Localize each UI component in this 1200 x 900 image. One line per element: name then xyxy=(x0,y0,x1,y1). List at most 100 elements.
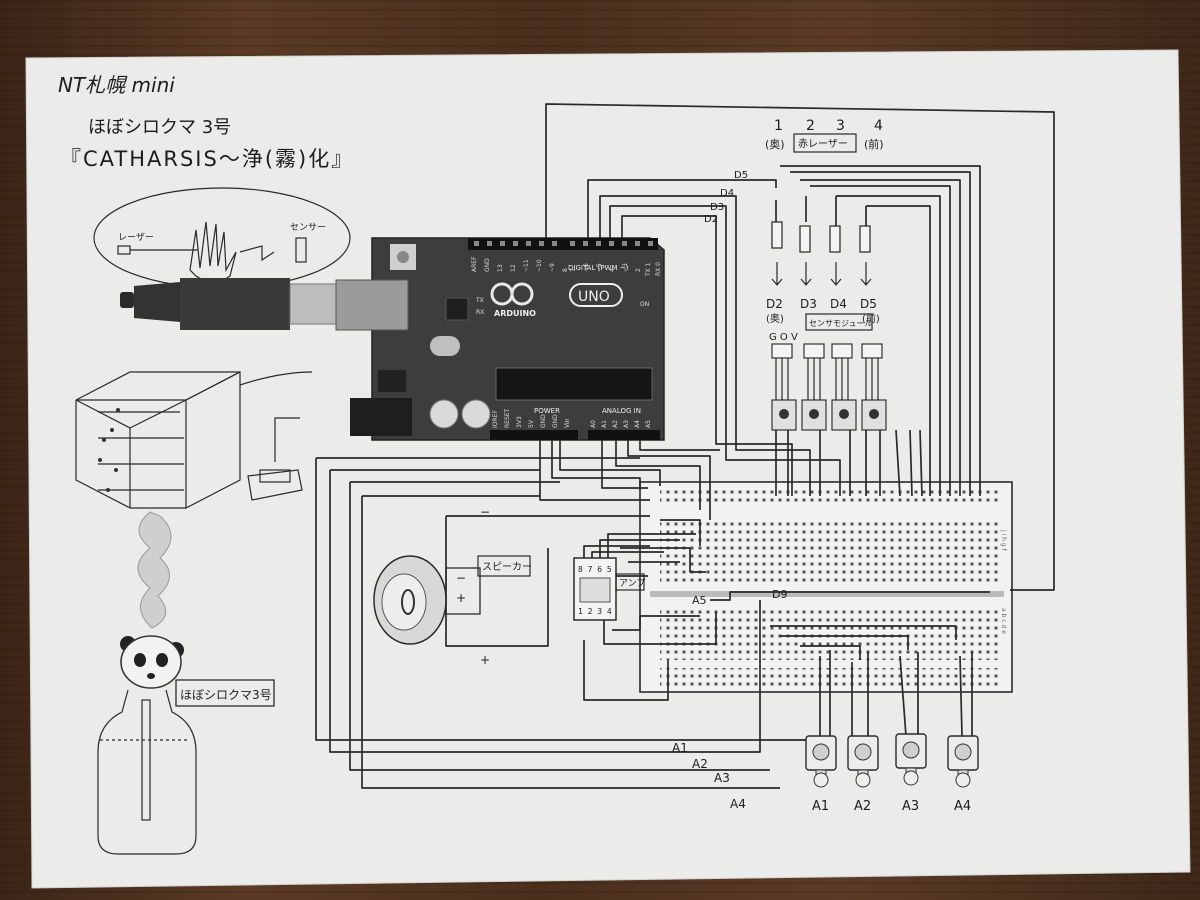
arduino-dpin-0: 13 xyxy=(497,264,504,272)
knob-label-a1: A1 xyxy=(812,799,829,814)
laser-num-4-note: (前) xyxy=(864,137,884,151)
wire-label-a3: A3 xyxy=(714,771,730,785)
breadboard-rows-top: j i h g f xyxy=(1000,529,1007,552)
arduino-uno-board: AREF GND 13 12 ~11 ~10 ~9 8 7 ~6 ~5 4 ~3… xyxy=(335,237,665,441)
arduino-ppin-6: Vin xyxy=(564,418,571,428)
title-line2: ほぼシロクマ 3号 xyxy=(88,117,231,138)
digital-wires xyxy=(545,103,1055,591)
knob-label-a2: A2 xyxy=(854,799,871,814)
sensor-pin-d5: D5 xyxy=(860,297,877,311)
usb-cable xyxy=(120,278,337,330)
speaker-lead-plus: + xyxy=(480,653,490,667)
arduino-dpin-9: 4 xyxy=(609,268,616,272)
speaker: − + スピーカー + − xyxy=(373,505,532,667)
arduino-dpin-3: ~10 xyxy=(536,259,543,272)
speaker-lead-minus: − xyxy=(480,505,490,519)
arduino-ppin-0: IOREF xyxy=(492,410,499,428)
speaker-minus: − xyxy=(456,571,466,585)
wire-label-d5: D5 xyxy=(734,170,748,181)
knob-a4 xyxy=(947,735,979,788)
sensor-d2-note: (奥) xyxy=(766,312,784,325)
laser-num-2: 2 xyxy=(806,118,815,134)
arduino-on-label: ON xyxy=(640,301,649,308)
knob-label-a3: A3 xyxy=(902,799,919,814)
arduino-ppin-2: 3V3 xyxy=(516,416,523,428)
wire-label-d9: D9 xyxy=(772,588,787,601)
arduino-dpin-2: ~11 xyxy=(523,259,530,272)
red-laser-label: 赤レーザー xyxy=(798,138,848,150)
wire-label-a4: A4 xyxy=(730,797,746,811)
laser-num-1-note: (奥) xyxy=(765,137,785,151)
wire-label-d2: D2 xyxy=(704,214,718,225)
arduino-power-label: POWER xyxy=(534,407,560,415)
sensor-pin-d4: D4 xyxy=(830,297,847,311)
arduino-dpin-13: RX 0 xyxy=(655,262,662,276)
sketch-laser-label: レーザー xyxy=(118,232,154,243)
arduino-dpin-12: TX 1 xyxy=(645,262,652,277)
paper xyxy=(25,49,1191,889)
arduino-tx-label: TX xyxy=(475,297,484,304)
laser-num-1: 1 xyxy=(774,118,783,134)
title-line3: 『CATHARSIS～浄(霧)化』 xyxy=(60,147,354,171)
arduino-dpin-11: 2 xyxy=(635,268,642,272)
arduino-apin-4: A4 xyxy=(634,420,641,428)
amp-top-pins: 8 7 6 5 xyxy=(578,565,612,574)
sensor-d5-note: (前) xyxy=(862,312,880,325)
laser-num-3: 3 xyxy=(836,118,845,134)
arduino-dpin-5: 8 xyxy=(562,268,569,272)
arduino-gnd-label: GND xyxy=(484,258,491,272)
arduino-digital-header: DIGITAL (PWM ~) xyxy=(568,264,629,272)
sensor-modules: D2 (奥) D3 D4 D5 (前) センサモジュール G O V xyxy=(766,297,887,431)
laser-box-sketch xyxy=(75,371,313,509)
sensor-pin-d3: D3 xyxy=(800,297,817,311)
knob-a1 xyxy=(805,735,837,788)
sensor-gov: G O V xyxy=(769,332,798,343)
arduino-model: UNO xyxy=(578,289,610,305)
arduino-dpin-8: ~5 xyxy=(596,263,603,272)
wire-label-a5: A5 xyxy=(692,594,707,607)
speaker-label: スピーカー xyxy=(482,561,532,573)
arduino-dpin-10: ~3 xyxy=(622,263,629,272)
amp-bottom-pins: 1 2 3 4 xyxy=(578,607,612,616)
arduino-dpin-1: 12 xyxy=(510,264,517,272)
sensor-module-label: センサモジュール xyxy=(809,319,872,328)
arduino-dpin-4: ~9 xyxy=(549,263,556,272)
laser-num-4: 4 xyxy=(874,118,883,134)
breadboard-rows-bottom: a b c d e xyxy=(1000,608,1007,634)
speaker-plus: + xyxy=(456,591,466,605)
arduino-ppin-5: GND xyxy=(552,414,559,428)
laser-modules: 1 (奥) 2 3 4 (前) 赤レーザー xyxy=(765,118,884,286)
wire-label-a2: A2 xyxy=(692,757,708,771)
sensor-pin-d2: D2 xyxy=(766,297,783,311)
arduino-dpin-7: ~6 xyxy=(583,263,590,272)
knob-label-a4: A4 xyxy=(954,799,971,814)
arduino-ppin-4: GND xyxy=(540,414,547,428)
wire-label-d3: D3 xyxy=(710,202,724,213)
knob-a2 xyxy=(847,735,879,788)
arduino-apin-2: A2 xyxy=(612,420,619,428)
arduino-apin-5: A5 xyxy=(645,420,652,428)
wire-label-d4: D4 xyxy=(720,188,734,199)
amplifier-chip: 8 7 6 5 1 2 3 4 アンプ xyxy=(573,533,696,621)
arduino-aref-label: AREF xyxy=(471,256,478,272)
power-and-analog-wires xyxy=(315,440,990,789)
amp-label: アンプ xyxy=(619,578,645,589)
arduino-ppin-3: 5V xyxy=(528,419,535,428)
arduino-dpin-6: 7 xyxy=(570,268,577,272)
breadboard: j i h g f a b c d e xyxy=(639,481,1013,693)
arduino-ppin-1: RESET xyxy=(504,408,511,428)
title-line1: NT札幌 mini xyxy=(58,73,175,97)
arduino-rx-label: RX xyxy=(476,309,484,316)
panda-label: ほぼシロクマ3号 xyxy=(180,688,272,702)
knob-a3 xyxy=(895,733,927,786)
mist-cloud xyxy=(137,511,172,629)
arduino-logo-text: ARDUINO xyxy=(494,309,536,318)
arduino-apin-0: A0 xyxy=(590,420,597,428)
sketch-sensor-label: センサー xyxy=(290,222,326,233)
wire-label-a1: A1 xyxy=(672,741,688,755)
panda-humidifier-sketch: ほぼシロクマ3号 xyxy=(97,635,275,855)
arduino-analog-label: ANALOG IN xyxy=(602,407,641,415)
arduino-apin-1: A1 xyxy=(601,420,608,428)
potentiometers: A1 A2 A3 A4 xyxy=(805,733,979,814)
